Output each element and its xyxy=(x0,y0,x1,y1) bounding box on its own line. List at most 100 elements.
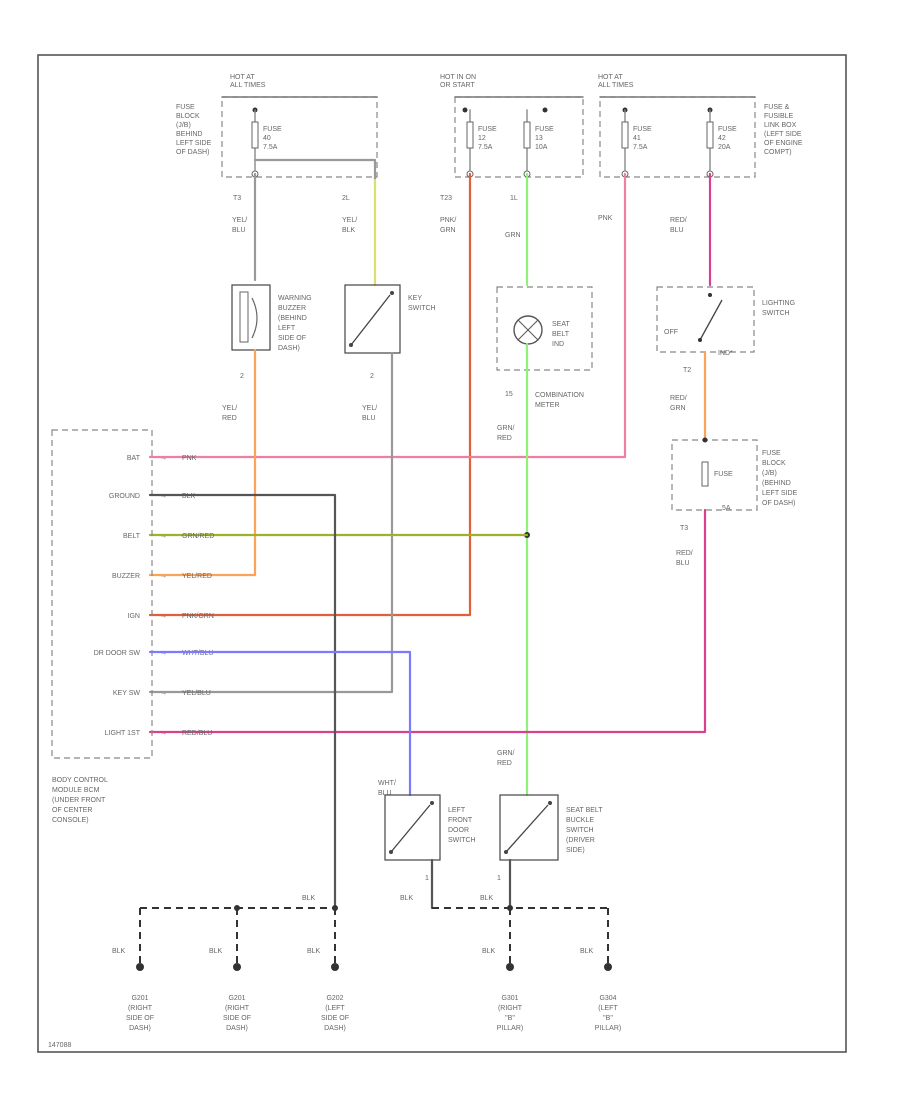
fuse-element xyxy=(621,121,629,149)
fuse-block-left-label: OF DASH) xyxy=(176,149,209,156)
ground-location-label: "B" xyxy=(603,1015,613,1022)
lighting-switch-label: SWITCH xyxy=(762,310,790,317)
fuse-block-left-label: LEFT SIDE xyxy=(176,140,212,147)
fuse-block-left-label: FUSE xyxy=(176,104,195,111)
hot-at-label-right: ALL TIMES xyxy=(598,82,634,89)
lighting-switch-label: LIGHTING xyxy=(762,300,795,307)
bcm-pin-arrow: → xyxy=(160,533,167,540)
pin-tag: 1L xyxy=(510,195,518,202)
buzzer-body xyxy=(231,284,271,351)
combination-meter-outline xyxy=(496,286,593,371)
ground-symbol xyxy=(506,963,514,971)
ground-location-label: (RIGHT xyxy=(225,1005,250,1012)
bcm-wire-label: BLK xyxy=(182,493,196,500)
bcm-pin-label: IGN xyxy=(128,613,140,620)
fuse-block-left-label: (J/B) xyxy=(176,122,191,129)
door-switch-label: DOOR xyxy=(448,827,469,834)
ground-wire-label: BLK xyxy=(209,948,223,955)
bcm-title: MODULE BCM xyxy=(52,787,100,794)
belt-switch-label: (DRIVER xyxy=(566,837,595,844)
bcm-wire-label: YEL/BLU xyxy=(182,690,211,697)
buzzer-label: DASH) xyxy=(278,345,300,352)
fuse-link-box-label: FUSIBLE xyxy=(764,113,794,120)
ground-location-label: PILLAR) xyxy=(595,1025,621,1032)
hot-at-label-right: HOT AT xyxy=(598,74,623,81)
ground-location-label: G202 xyxy=(326,995,343,1002)
lighting-switch-off-label: OFF xyxy=(664,329,678,336)
key-switch-body xyxy=(344,284,401,354)
lamp-filament xyxy=(517,319,539,341)
combination-meter-label: COMBINATION xyxy=(535,392,584,399)
wire-ign-pnk-grn xyxy=(148,172,472,617)
ground-location-label: G301 xyxy=(501,995,518,1002)
pin-tag: 15 xyxy=(505,391,513,398)
door-switch-contact xyxy=(390,804,431,853)
belt-switch-terminal xyxy=(548,801,552,805)
fuse-block-left-label: BLOCK xyxy=(176,113,200,120)
wire-color-label: RED xyxy=(497,760,512,767)
wire-light1st-red-blu xyxy=(148,508,707,734)
wire-color-label: BLU xyxy=(378,790,392,797)
fuse-label: 10A xyxy=(535,144,548,151)
wire-color-label: BLU xyxy=(670,227,684,234)
ground-location-label: G201 xyxy=(131,995,148,1002)
seat-belt-ind-label: SEAT xyxy=(552,321,570,328)
wire-color-label: YEL/ xyxy=(222,405,237,412)
ground-location-label: DASH) xyxy=(226,1025,248,1032)
bcm-pin-arrow: → xyxy=(160,613,167,620)
wire-ground-blk xyxy=(148,493,337,907)
ground-symbol xyxy=(233,963,241,971)
bus-tap xyxy=(542,107,548,113)
ground-symbol xyxy=(331,963,339,971)
wire-color-label: YEL/ xyxy=(232,217,247,224)
fuse-link-box-label: FUSE & xyxy=(764,104,790,111)
buzzer-label: WARNING xyxy=(278,295,312,302)
bcm-pin-arrow: → xyxy=(160,573,167,580)
ground-wire-label: BLK xyxy=(580,948,594,955)
fuse-element xyxy=(706,121,714,149)
bcm-wire-label: PNK xyxy=(182,455,197,462)
bcm-title: BODY CONTROL xyxy=(52,777,108,784)
lighting-switch-terminal xyxy=(708,293,712,297)
wire-color-label: GRN/ xyxy=(497,425,515,432)
belt-switch-body xyxy=(499,794,559,861)
door-switch-label: FRONT xyxy=(448,817,473,824)
fuse-element xyxy=(251,121,259,149)
fuse-link-box-label: (LEFT SIDE xyxy=(764,131,802,138)
ground-location-label: DASH) xyxy=(129,1025,151,1032)
belt-switch-label: SEAT BELT xyxy=(566,807,603,814)
key-switch-pivot xyxy=(349,343,353,347)
bcm-outline xyxy=(51,429,153,759)
bcm-title: (UNDER FRONT xyxy=(52,797,106,804)
bcm-wire-label: RED/BLU xyxy=(182,730,212,737)
fuse-block-left-label: BEHIND xyxy=(176,131,202,138)
wire-color-label: RED/ xyxy=(670,217,687,224)
pin-tag: 2 xyxy=(370,373,374,380)
fuse-block-left-outline xyxy=(221,96,378,178)
ground-wire-label: BLK xyxy=(112,948,126,955)
fuse-label: 7.5A xyxy=(263,144,278,151)
door-switch-label: LEFT xyxy=(448,807,466,814)
ground-location-label: PILLAR) xyxy=(497,1025,523,1032)
wire-color-label: YEL/ xyxy=(342,217,357,224)
buzzer-coil xyxy=(239,291,249,343)
fuse-link-box-label: OF ENGINE xyxy=(764,140,803,147)
bcm-pin-arrow: → xyxy=(160,690,167,697)
pin-tag: T3 xyxy=(680,525,688,532)
door-switch-body xyxy=(384,794,441,861)
fuse-element xyxy=(466,121,474,149)
fuse-block-right-label: LEFT SIDE xyxy=(762,490,798,497)
door-switch-terminal xyxy=(430,801,434,805)
wire-color-label: YEL/ xyxy=(362,405,377,412)
bcm-title: OF CENTER xyxy=(52,807,92,814)
bus-tap xyxy=(462,107,468,113)
pin-tag: T3 xyxy=(233,195,241,202)
wire-color-label: GRN xyxy=(440,227,456,234)
wire-color-label: PNK/ xyxy=(440,217,456,224)
fuse-element xyxy=(523,121,531,149)
buzzer-label: BUZZER xyxy=(278,305,306,312)
bcm-pin-label: GROUND xyxy=(109,493,140,500)
bcm-wire-label: WHT/BLU xyxy=(182,650,214,657)
ground-location-label: SIDE OF xyxy=(126,1015,154,1022)
fuse-block-right-label: OF DASH) xyxy=(762,500,795,507)
